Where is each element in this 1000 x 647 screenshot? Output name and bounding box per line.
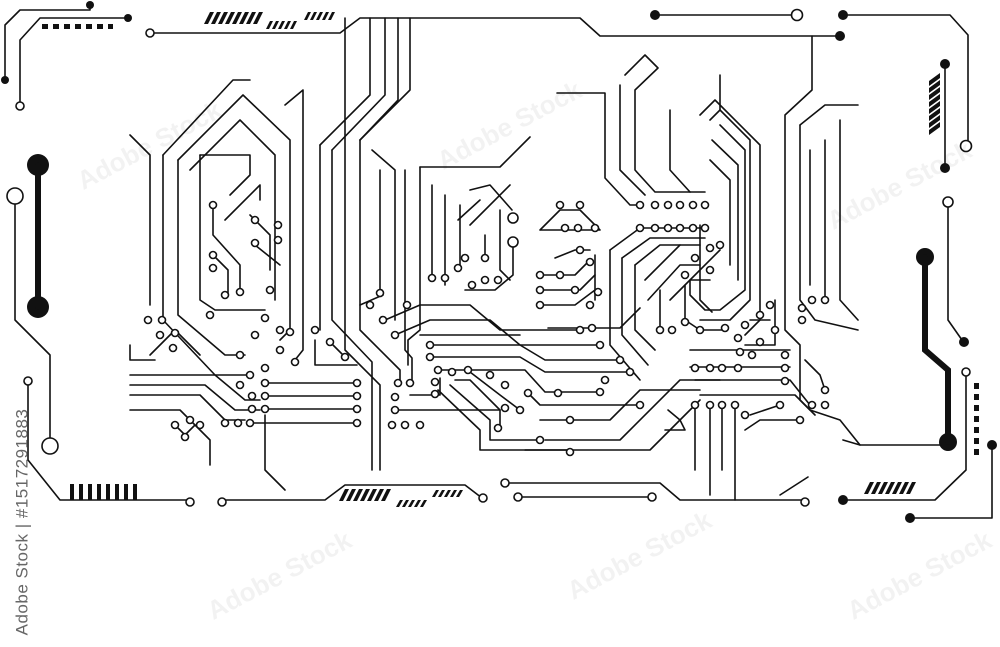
stock-id-text: Adobe Stock | #1517291883 — [12, 408, 32, 636]
slanted-hatch-right — [929, 73, 940, 135]
center-vertical-bus — [319, 17, 601, 471]
frame-bottom — [221, 482, 806, 501]
slanted-hatch-bottom — [339, 489, 463, 507]
frame-right-side — [842, 201, 993, 519]
hatch-marks — [42, 12, 979, 507]
stock-id-label: Adobe Stock | #1517291883 — [4, 402, 40, 642]
open-pads — [6, 8, 973, 507]
slanted-hatch-bottom-right — [864, 482, 916, 494]
right-trace-cluster — [664, 35, 861, 501]
thick-accent-traces — [35, 162, 951, 445]
dashed-strip-right — [974, 383, 979, 455]
center-lower-traces — [394, 344, 721, 451]
center-right-traces — [539, 54, 776, 381]
bar-code-bottom-left — [70, 484, 137, 500]
slanted-hatch-top — [204, 12, 335, 29]
dashed-strip-top-left — [42, 24, 113, 29]
